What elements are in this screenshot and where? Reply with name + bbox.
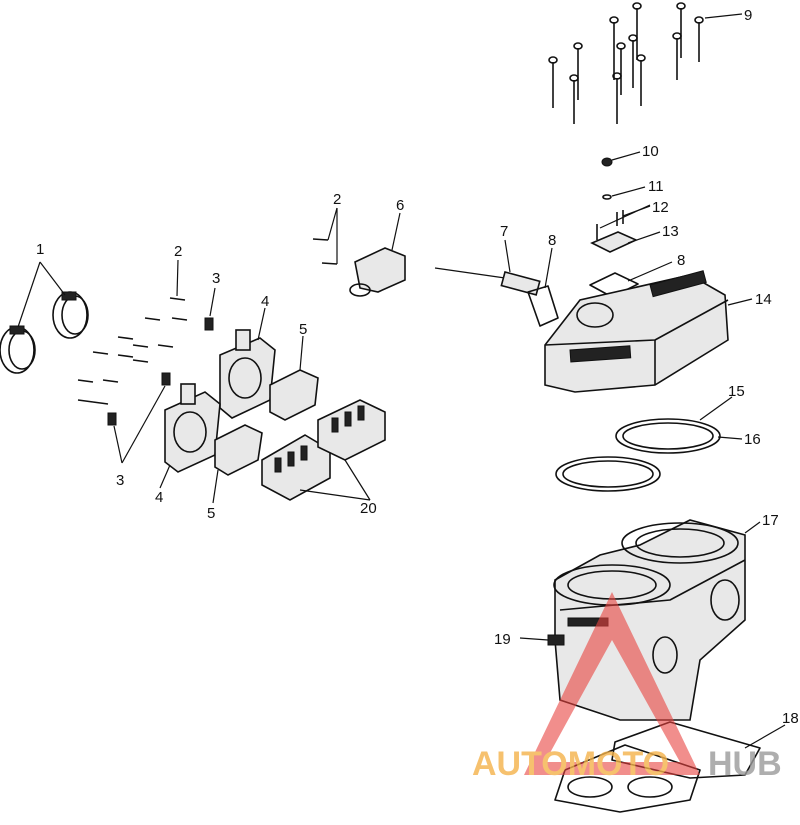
callout-6: 6: [396, 197, 404, 214]
callout-20: 20: [360, 500, 377, 517]
thermostat-gasket: [589, 272, 639, 298]
callout-labels: 1 2 2 3 3 4 4 5 5 6 7 8 8 9 10 11 12 13 …: [36, 7, 799, 727]
callout-18: 18: [782, 710, 799, 727]
callout-12: 12: [652, 199, 669, 216]
callout-2a: 2: [174, 243, 182, 260]
callout-17: 17: [762, 512, 779, 529]
watermark-triangle-icon: [524, 592, 700, 775]
callout-19: 19: [494, 631, 511, 648]
head-bolts: [548, 2, 743, 124]
cylinder-head: [544, 270, 753, 393]
callout-7: 7: [500, 223, 508, 240]
callout-15: 15: [728, 383, 745, 400]
watermark-text-secondary: HUB: [708, 745, 782, 783]
temperature-sensor: [434, 239, 559, 327]
reed-cages: [261, 399, 386, 501]
callout-1: 1: [36, 241, 44, 258]
callout-13: 13: [662, 223, 679, 240]
reed-stops: [212, 335, 319, 504]
callout-4b: 4: [155, 489, 163, 506]
callout-16: 16: [744, 431, 761, 448]
callout-9: 9: [744, 7, 752, 24]
callout-5b: 5: [207, 505, 215, 522]
callout-3a: 3: [212, 270, 220, 287]
cylinder-block: [519, 519, 761, 721]
reed-valve-plates: [159, 307, 276, 489]
water-outlet: [312, 207, 406, 297]
callout-2b: 2: [333, 191, 341, 208]
callout-8a: 8: [548, 232, 556, 249]
hose-clamps: [0, 261, 89, 374]
reed-bolts: [77, 259, 216, 464]
callout-8b: 8: [677, 252, 685, 269]
callout-4a: 4: [261, 293, 269, 310]
head-gaskets: [555, 396, 743, 492]
automotohub-watermark: AUTOMOTO HUB: [472, 592, 782, 783]
cap-components: [590, 151, 661, 253]
callout-14: 14: [755, 291, 772, 308]
callout-11: 11: [648, 178, 664, 195]
callout-5a: 5: [299, 321, 307, 338]
watermark-text-primary: AUTOMOTO: [472, 745, 669, 783]
callout-3b: 3: [116, 472, 124, 489]
callout-10: 10: [642, 143, 659, 160]
